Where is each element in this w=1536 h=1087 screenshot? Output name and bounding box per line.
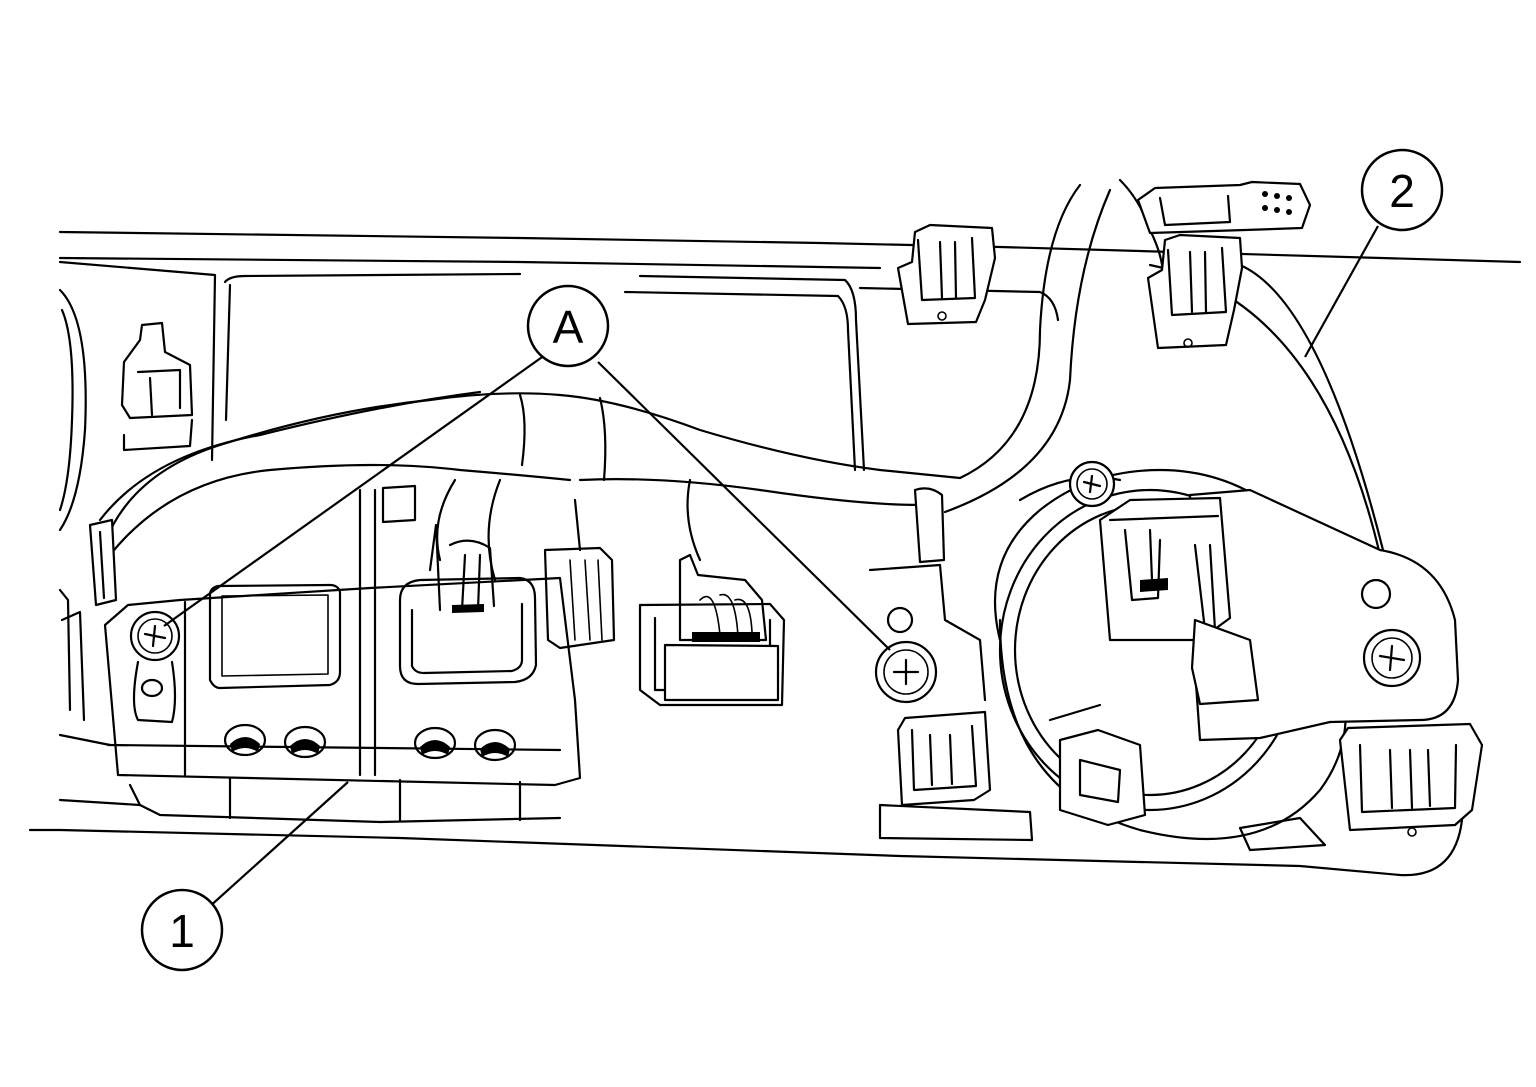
bottom-right-connector [1238, 722, 1484, 852]
leader-a-left [163, 354, 546, 627]
top-left-connector [120, 321, 194, 452]
top-right-connectors [896, 180, 1312, 350]
round-control-module [993, 460, 1460, 840]
leader-lines [163, 225, 1379, 909]
callout-a: A [526, 284, 610, 368]
leader-1 [207, 781, 349, 909]
left-screw [129, 610, 181, 724]
wire-harness [93, 178, 1165, 582]
left-clip [58, 518, 118, 722]
callout-1-label: 1 [169, 905, 195, 957]
callout-1: 1 [140, 888, 224, 972]
leader-2 [1304, 225, 1379, 358]
callout-a-label: A [553, 301, 584, 353]
callout-2: 2 [1360, 148, 1444, 232]
leader-a-right [597, 361, 891, 651]
switch-bank [103, 484, 582, 824]
center-bottom-connector [878, 710, 1034, 842]
callout-2-label: 2 [1389, 165, 1415, 217]
center-screw [868, 563, 987, 704]
center-connector [543, 498, 786, 707]
